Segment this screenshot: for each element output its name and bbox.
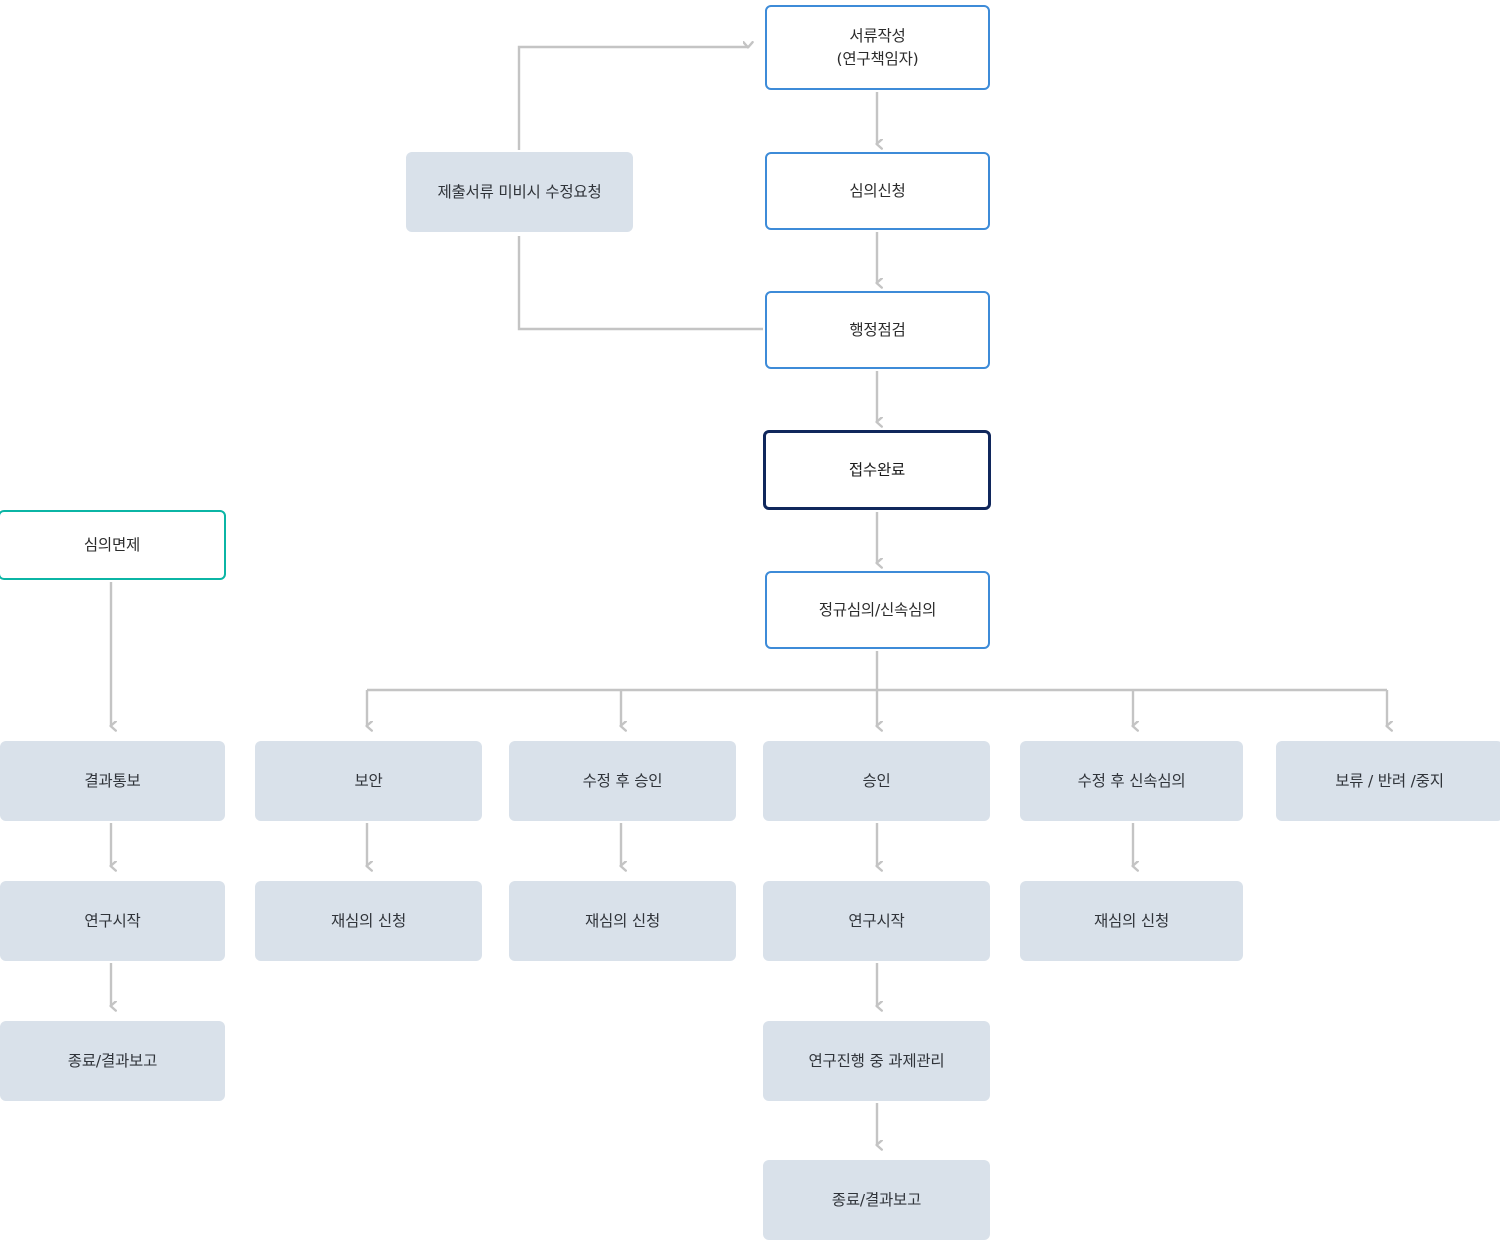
node-reappeal_1: 재심의 신청 (255, 881, 482, 961)
node-reappeal_3: 재심의 신청 (1020, 881, 1243, 961)
node-approve: 승인 (763, 741, 990, 821)
node-review_types: 정규심의/신속심의 (765, 571, 990, 649)
node-start_2: 연구시작 (763, 881, 990, 961)
node-exempt: 심의면제 (0, 510, 226, 580)
node-approve_mod: 수정 후 승인 (509, 741, 736, 821)
node-admin_check: 행정점검 (765, 291, 990, 369)
edge-revise-to-docprep (517, 47, 748, 150)
node-review_apply: 심의신청 (765, 152, 990, 230)
node-reappeal_2: 재심의 신청 (509, 881, 736, 961)
node-end_report_2: 종료/결과보고 (763, 1160, 990, 1240)
edge-admin-to-revise (517, 236, 763, 331)
node-doc_prep: 서류작성 (연구책임자) (765, 5, 990, 90)
node-start_1: 연구시작 (0, 881, 225, 961)
node-revise_req: 제출서류 미비시 수정요청 (406, 152, 633, 232)
node-expedite_mod: 수정 후 신속심의 (1020, 741, 1243, 821)
node-security: 보안 (255, 741, 482, 821)
node-end_report_1: 종료/결과보고 (0, 1021, 225, 1101)
node-in_progress: 연구진행 중 과제관리 (763, 1021, 990, 1101)
node-hold_reject: 보류 / 반려 /중지 (1276, 741, 1500, 821)
node-receipt_done: 접수완료 (763, 430, 991, 510)
node-result_notice: 결과통보 (0, 741, 225, 821)
